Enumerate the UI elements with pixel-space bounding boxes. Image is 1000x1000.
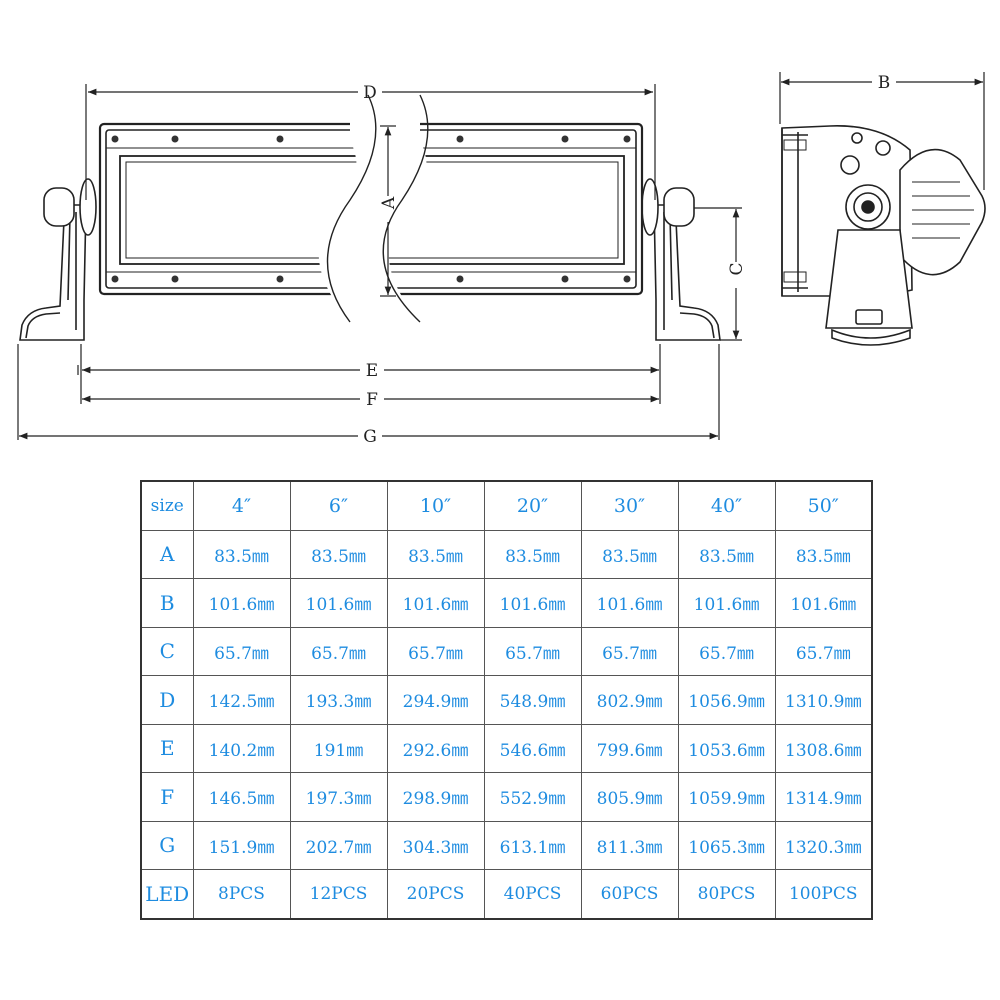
table-cell: 142.5㎜ (192, 675, 291, 725)
table-cell: 191㎜ (289, 723, 388, 773)
dim-label-b: B (878, 73, 891, 93)
table-cell: 1314.9㎜ (774, 772, 873, 822)
table-cell: 799.6㎜ (580, 723, 679, 773)
table-cell: 101.6㎜ (677, 578, 776, 628)
dimension-lines (17, 72, 985, 440)
table-cell: 304.3㎜ (386, 820, 485, 870)
table-cell: 802.9㎜ (580, 675, 679, 725)
table-cell: 83.5㎜ (580, 529, 679, 579)
table-cell: 546.6㎜ (483, 723, 582, 773)
table-cell: 12PCS (289, 869, 388, 919)
light-bar-dimension-drawing: D E F G B A C (17, 72, 986, 447)
front-view (19, 94, 721, 341)
table-cell: 1056.9㎜ (677, 675, 776, 725)
table-cell: 292.6㎜ (386, 723, 485, 773)
table-cell: 101.6㎜ (192, 578, 291, 628)
table-cell: 140.2㎜ (192, 723, 291, 773)
table-cell: 548.9㎜ (483, 675, 582, 725)
table-cell: 1320.3㎜ (774, 820, 873, 870)
table-cell: 83.5㎜ (192, 529, 291, 579)
table-cell: 613.1㎜ (483, 820, 582, 870)
table-cell: 552.9㎜ (483, 772, 582, 822)
table-cell: 151.9㎜ (192, 820, 291, 870)
dim-label-c: C (727, 262, 747, 275)
table-cell: 65.7㎜ (677, 626, 776, 676)
table-row-label: LED (140, 869, 194, 919)
table-size-header: 4″ (192, 480, 291, 531)
table-cell: 80PCS (677, 869, 776, 919)
table-corner-label: size (140, 480, 194, 531)
table-cell: 1310.9㎜ (774, 675, 873, 725)
dim-label-e: E (366, 361, 378, 381)
table-cell: 101.6㎜ (483, 578, 582, 628)
table-size-header: 50″ (774, 480, 873, 531)
table-row-label: A (140, 529, 194, 579)
table-cell: 65.7㎜ (386, 626, 485, 676)
table-cell: 8PCS (192, 869, 291, 919)
table-cell: 1053.6㎜ (677, 723, 776, 773)
dim-label-g: G (363, 427, 377, 447)
left-bracket (19, 178, 97, 341)
table-row-label: G (140, 820, 194, 870)
side-view (781, 125, 986, 346)
table-size-header: 10″ (386, 480, 485, 531)
table-cell: 100PCS (774, 869, 873, 919)
table-cell: 193.3㎜ (289, 675, 388, 725)
table-row-label: F (140, 772, 194, 822)
dim-label-a: A (379, 196, 399, 210)
table-cell: 83.5㎜ (386, 529, 485, 579)
table-cell: 1065.3㎜ (677, 820, 776, 870)
table-row-label: E (140, 723, 194, 773)
table-cell: 65.7㎜ (483, 626, 582, 676)
table-size-header: 20″ (483, 480, 582, 531)
table-size-header: 30″ (580, 480, 679, 531)
table-cell: 83.5㎜ (289, 529, 388, 579)
table-cell: 65.7㎜ (580, 626, 679, 676)
table-cell: 202.7㎜ (289, 820, 388, 870)
table-size-header: 6″ (289, 480, 388, 531)
table-row-label: B (140, 578, 194, 628)
table-cell: 101.6㎜ (774, 578, 873, 628)
table-row-label: D (140, 675, 194, 725)
table-cell: 298.9㎜ (386, 772, 485, 822)
table-cell: 101.6㎜ (289, 578, 388, 628)
table-cell: 83.5㎜ (677, 529, 776, 579)
table-cell: 65.7㎜ (192, 626, 291, 676)
table-cell: 60PCS (580, 869, 679, 919)
table-cell: 146.5㎜ (192, 772, 291, 822)
break-gap (318, 122, 427, 322)
table-cell: 1308.6㎜ (774, 723, 873, 773)
table-cell: 65.7㎜ (289, 626, 388, 676)
table-cell: 65.7㎜ (774, 626, 873, 676)
table-cell: 197.3㎜ (289, 772, 388, 822)
table-cell: 40PCS (483, 869, 582, 919)
table-cell: 101.6㎜ (386, 578, 485, 628)
table-size-header: 40″ (677, 480, 776, 531)
table-cell: 20PCS (386, 869, 485, 919)
table-row-label: C (140, 626, 194, 676)
dim-label-d: D (363, 83, 377, 103)
table-cell: 83.5㎜ (774, 529, 873, 579)
table-cell: 805.9㎜ (580, 772, 679, 822)
table-cell: 294.9㎜ (386, 675, 485, 725)
screw-holes (111, 135, 631, 283)
table-cell: 811.3㎜ (580, 820, 679, 870)
right-bracket (641, 178, 721, 341)
table-cell: 101.6㎜ (580, 578, 679, 628)
table-cell: 1059.9㎜ (677, 772, 776, 822)
table-cell: 83.5㎜ (483, 529, 582, 579)
dim-label-f: F (366, 390, 378, 410)
